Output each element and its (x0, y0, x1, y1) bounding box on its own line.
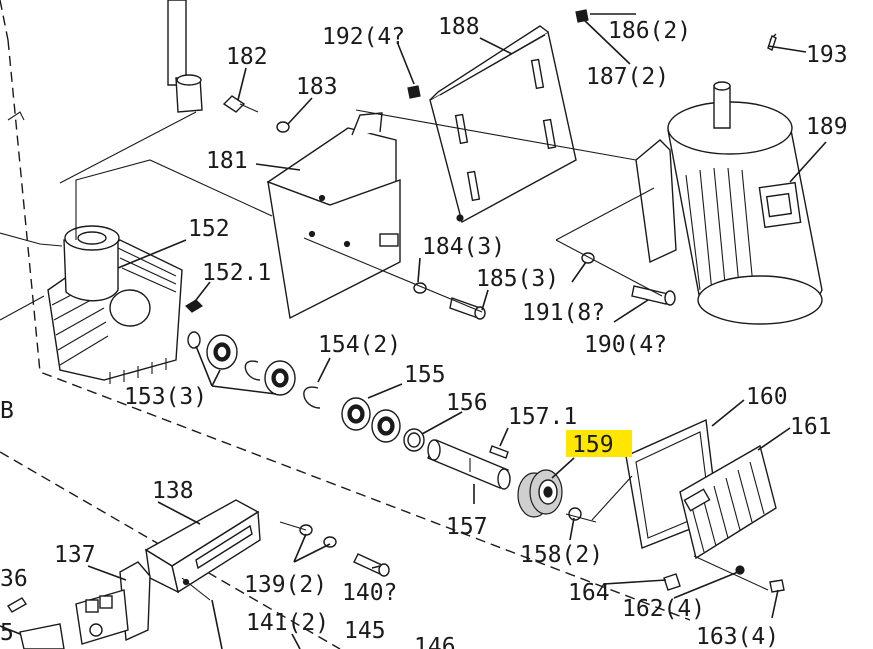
label-36: 36 (0, 566, 28, 592)
part-181-mount-plate (266, 112, 401, 320)
label-191: 191(8? (522, 300, 605, 326)
label-157-1: 157.1 (508, 404, 577, 430)
label-140: 140? (342, 580, 397, 606)
part-189-motor (635, 33, 823, 325)
part-labels: 182 192(4? 188 186(2) 193 183 187(2) 189… (0, 14, 848, 649)
label-157: 157 (446, 514, 488, 540)
label-158: 158(2) (520, 542, 603, 568)
label-185: 185(3) (476, 266, 559, 292)
part-152-gearbox (47, 225, 183, 384)
label-190: 190(4? (584, 332, 667, 358)
label-160: 160 (746, 384, 788, 410)
label-5: 5 (0, 620, 14, 646)
highlight-159 (566, 430, 632, 457)
label-b: B (0, 398, 14, 424)
label-163: 163(4) (696, 624, 779, 649)
label-153: 153(3) (124, 384, 207, 410)
part-138-bracket (144, 499, 261, 594)
label-164: 164 (568, 580, 610, 606)
label-188: 188 (438, 14, 480, 40)
label-152-1: 152.1 (202, 260, 271, 286)
label-182: 182 (226, 44, 268, 70)
vertical-rod (167, 0, 203, 113)
label-189: 189 (806, 114, 848, 140)
bearing-and-ring-row (187, 331, 425, 452)
label-187: 187(2) (586, 64, 669, 90)
label-184: 184(3) (422, 234, 505, 260)
part-159-pulley (517, 469, 563, 518)
label-186: 186(2) (608, 18, 691, 44)
label-181: 181 (206, 148, 248, 174)
label-156: 156 (446, 390, 488, 416)
part-157-shaft (427, 439, 511, 490)
label-183: 183 (296, 74, 338, 100)
label-145: 145 (344, 618, 386, 644)
label-161: 161 (790, 414, 832, 440)
label-155: 155 (404, 362, 446, 388)
label-139: 139(2) (244, 572, 327, 598)
part-161-cover (679, 444, 777, 560)
label-152: 152 (188, 216, 230, 242)
label-137: 137 (54, 542, 96, 568)
label-159: 159 (572, 432, 614, 458)
hardware-fasteners (7, 9, 785, 613)
label-193: 193 (806, 42, 848, 68)
label-162: 162(4) (622, 596, 705, 622)
leader-lines (0, 13, 827, 649)
label-138: 138 (152, 478, 194, 504)
label-141: 141(2) (246, 610, 329, 636)
part-137-clamp (19, 561, 151, 649)
label-154: 154(2) (318, 332, 401, 358)
label-146: 146 (414, 634, 456, 649)
label-192: 192(4? (322, 24, 405, 50)
part-188-slotted-plate (429, 25, 577, 224)
